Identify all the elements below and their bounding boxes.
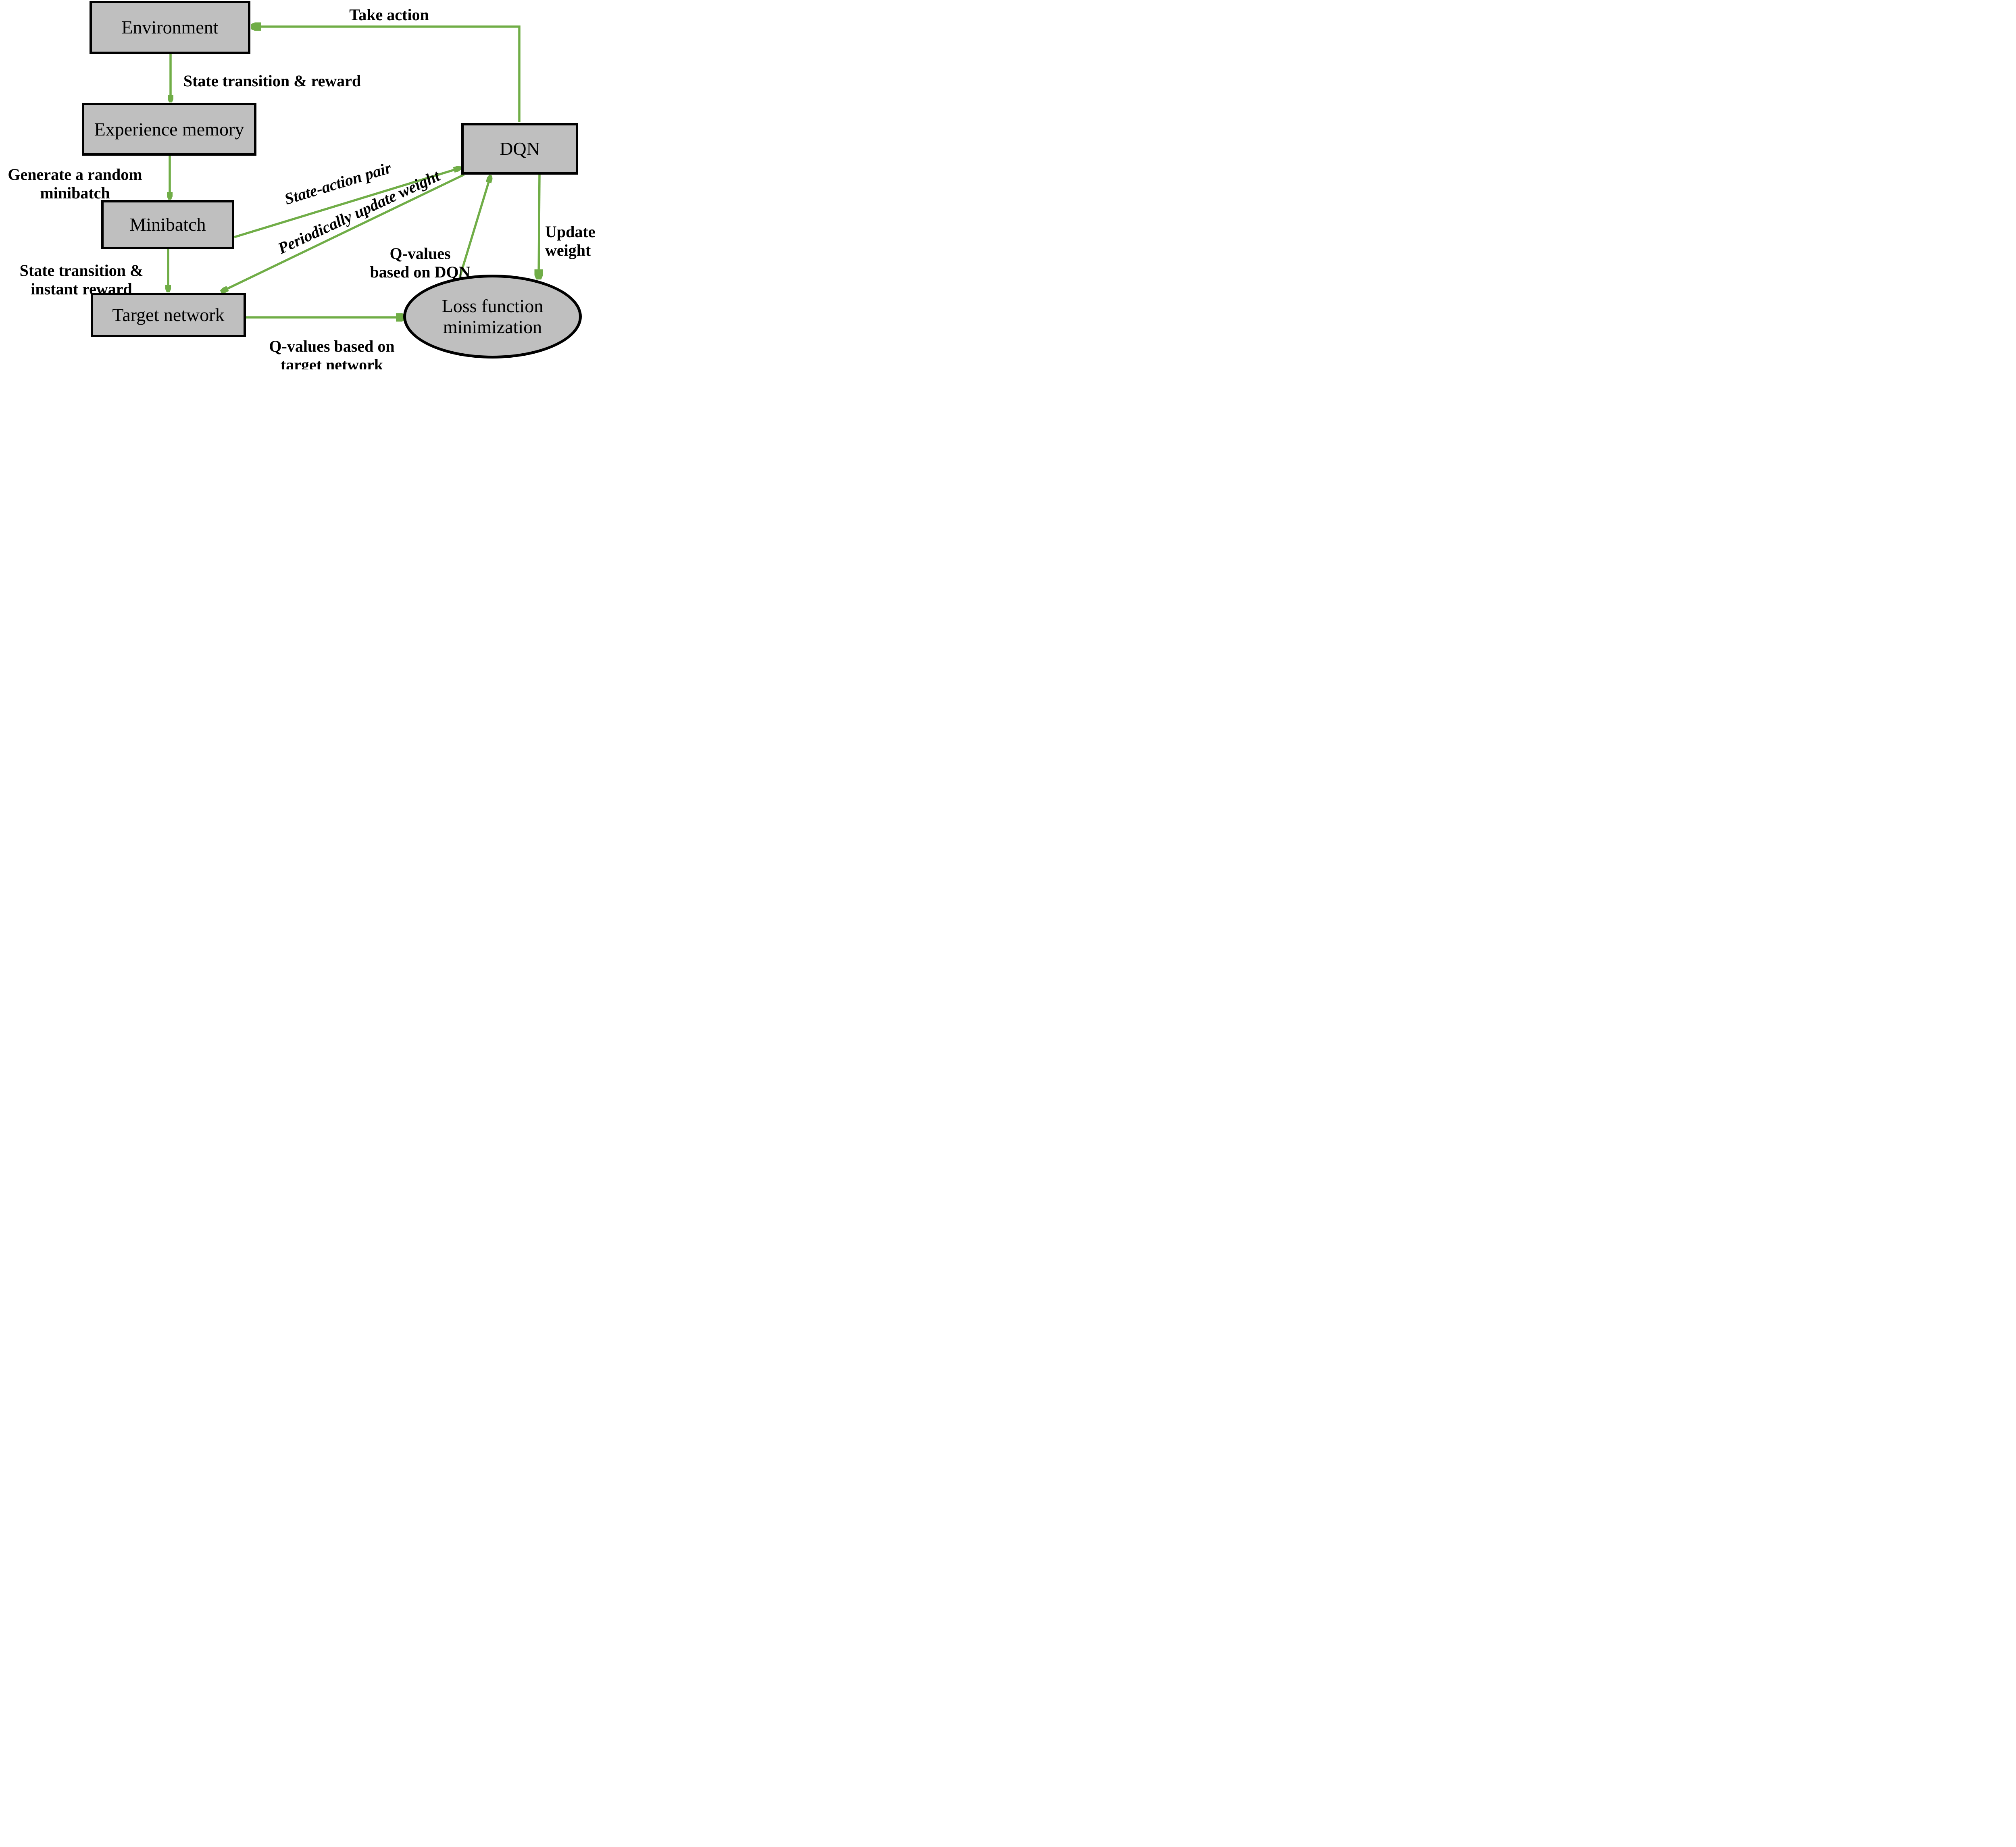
q-values-based-on-target-network-label: Q-values based on target network	[269, 337, 395, 369]
q-values-based-on-dqn-label: Q-values based on DQN	[370, 244, 471, 281]
arrow-layer	[0, 0, 608, 369]
minibatch-box: Minibatch	[101, 200, 234, 249]
dqn-architecture-diagram: Environment Experience memory Minibatch …	[0, 0, 608, 369]
loss-function-ellipse: Loss function minimization	[403, 275, 582, 359]
arrow-take-action	[252, 27, 521, 122]
arrow-state-action-pair	[234, 168, 460, 238]
state-transition-reward-label: State transition & reward	[183, 72, 361, 90]
dqn-box: DQN	[461, 123, 578, 175]
generate-random-minibatch-label: Generate a random minibatch	[8, 165, 142, 202]
update-weight-label: Update weight	[545, 223, 596, 259]
arrow-loss-to-dqn	[458, 177, 490, 278]
arrow-periodically-update-weight	[222, 173, 465, 291]
take-action-label: Take action	[349, 6, 429, 24]
target-network-box: Target network	[91, 293, 246, 337]
environment-box: Environment	[90, 1, 250, 54]
state-transition-instant-reward-label: State transition & instant reward	[19, 261, 144, 298]
experience-memory-box: Experience memory	[82, 103, 256, 156]
